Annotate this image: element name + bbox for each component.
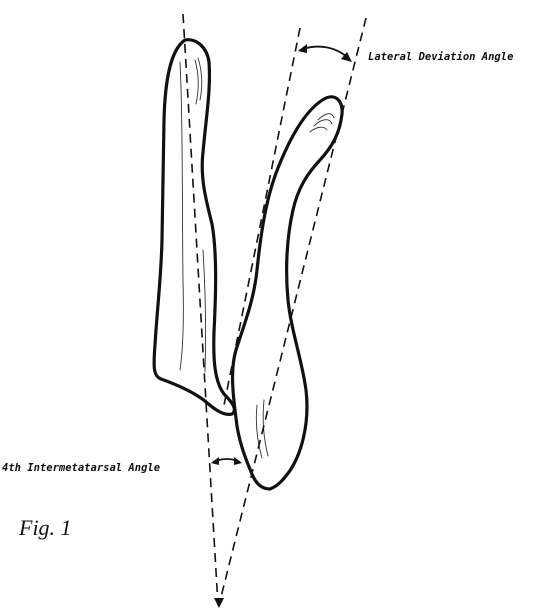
phalanx-shading	[309, 126, 328, 133]
arc-arrowhead-icon	[234, 457, 242, 465]
phalanx-shading	[255, 404, 263, 459]
arc-arrowhead-icon	[211, 457, 219, 465]
phalanx-bone-icon	[230, 95, 344, 491]
axis-arrowhead-icon	[214, 598, 224, 608]
arc-arrowhead-icon	[341, 52, 352, 62]
intermetatarsal-angle-label: 4th Intermetatarsal Angle	[2, 462, 161, 474]
phalanx-shading	[313, 119, 333, 127]
arc-arrowhead-icon	[298, 44, 307, 53]
phalanx-axis-line	[218, 17, 367, 606]
metatarsal-shading	[197, 57, 203, 101]
metatarsal-shading	[194, 59, 199, 105]
figure-caption: Fig. 1	[19, 515, 72, 540]
metatarsal-axis-line	[182, 13, 219, 606]
metatarsal-shading	[202, 249, 207, 373]
metatarsal-shading	[179, 61, 184, 371]
reference-axis-line	[223, 27, 301, 406]
metatarsal-bone-icon	[152, 38, 237, 416]
lateral-deviation-angle-label: Lateral Deviation Angle	[368, 51, 514, 63]
phalanx-shading	[317, 113, 335, 121]
